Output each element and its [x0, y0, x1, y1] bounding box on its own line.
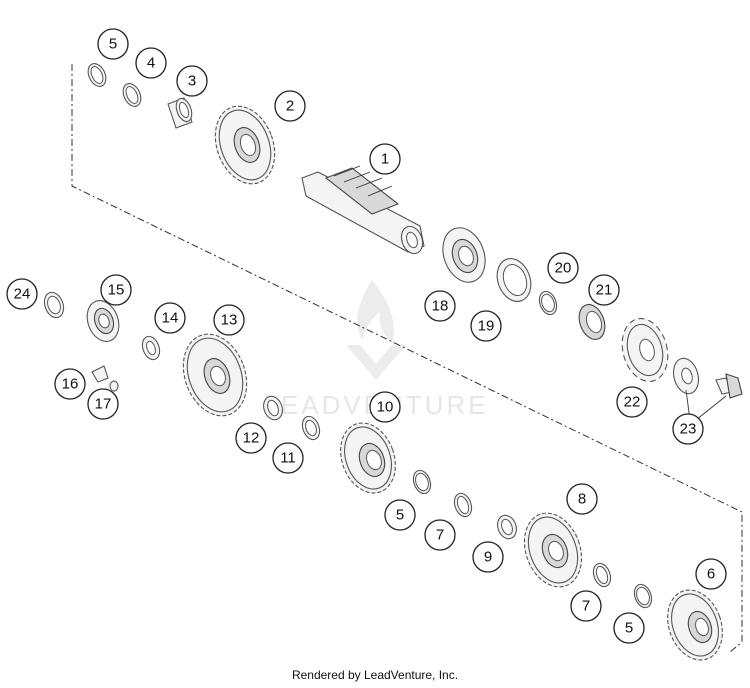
needle-bearing-3 [167, 97, 193, 129]
shaft-seal-19 [496, 258, 532, 302]
bushing-12 [263, 395, 283, 421]
callout-7-middle[interactable]: 7 [424, 519, 456, 551]
svg-text:5: 5 [625, 620, 633, 637]
svg-text:3: 3 [188, 73, 196, 90]
svg-text:16: 16 [62, 376, 79, 393]
callout-24[interactable]: 24 [6, 278, 38, 310]
svg-text:18: 18 [432, 298, 449, 315]
bearing-15 [86, 300, 120, 342]
svg-text:4: 4 [147, 55, 155, 72]
o-ring-20 [538, 290, 558, 316]
washer-4 [122, 83, 142, 107]
callout-23[interactable]: 23 [672, 413, 704, 445]
callout-13[interactable]: 13 [213, 304, 245, 336]
snap-ring-5-bottom [633, 583, 653, 609]
callout-17[interactable]: 17 [87, 388, 119, 420]
svg-text:15: 15 [108, 282, 125, 299]
washer-7-middle [453, 492, 473, 518]
svg-text:11: 11 [280, 450, 296, 467]
svg-text:1: 1 [381, 151, 389, 168]
footer-credit: Rendered by LeadVenture, Inc. [291, 668, 459, 682]
callout-3[interactable]: 3 [176, 65, 208, 97]
svg-text:9: 9 [484, 549, 492, 566]
callout-14[interactable]: 14 [154, 302, 186, 334]
callout-18[interactable]: 18 [424, 290, 456, 322]
ball-bearing-18 [442, 227, 486, 283]
spacer-21 [578, 304, 606, 340]
callout-21[interactable]: 21 [588, 274, 620, 306]
callout-11[interactable]: 11 [272, 442, 304, 474]
svg-text:7: 7 [582, 598, 590, 615]
snap-ring-5-middle [412, 469, 432, 495]
svg-text:24: 24 [14, 286, 31, 303]
svg-text:17: 17 [95, 396, 112, 413]
gear-2 [214, 105, 276, 185]
svg-text:5: 5 [396, 507, 404, 524]
callout-7-bottom[interactable]: 7 [570, 590, 602, 622]
callout-5-middle[interactable]: 5 [384, 499, 416, 531]
washer-7-bottom [592, 562, 612, 588]
gear-8 [523, 512, 583, 588]
callout-19[interactable]: 19 [470, 310, 502, 342]
svg-text:22: 22 [624, 394, 641, 411]
callout-2[interactable]: 2 [274, 90, 306, 122]
callout-12[interactable]: 12 [235, 422, 267, 454]
bushing-9 [497, 514, 517, 540]
svg-text:6: 6 [707, 566, 715, 583]
lock-plate-16 [91, 365, 109, 383]
callout-4[interactable]: 4 [135, 47, 167, 79]
svg-text:12: 12 [243, 430, 260, 447]
svg-text:2: 2 [286, 98, 294, 115]
callout-1[interactable]: 1 [369, 143, 401, 175]
svg-text:23: 23 [680, 421, 697, 438]
circlip-24 [43, 291, 65, 319]
callout-8[interactable]: 8 [566, 483, 598, 515]
callout-16[interactable]: 16 [54, 368, 86, 400]
callout-20[interactable]: 20 [547, 252, 579, 284]
gear-6 [667, 589, 723, 661]
svg-text:13: 13 [221, 312, 238, 329]
svg-text:10: 10 [377, 399, 394, 416]
washer-14 [141, 335, 161, 361]
gear-10 [340, 422, 396, 494]
snap-ring-5-top [87, 63, 107, 87]
svg-text:7: 7 [436, 527, 444, 544]
assembly-outline [71, 64, 743, 653]
svg-text:5: 5 [109, 36, 117, 53]
svg-text:20: 20 [555, 260, 572, 277]
callout-5-top[interactable]: 5 [97, 28, 129, 60]
callout-22[interactable]: 22 [616, 386, 648, 418]
screw-17 [109, 380, 119, 392]
callout-10[interactable]: 10 [369, 391, 401, 423]
main-shaft-1 [301, 165, 425, 255]
callout-9[interactable]: 9 [472, 541, 504, 573]
callout-6[interactable]: 6 [695, 558, 727, 590]
sprocket-22 [621, 318, 669, 382]
washer-11 [301, 415, 321, 441]
svg-text:14: 14 [162, 310, 179, 327]
callout-15[interactable]: 15 [100, 274, 132, 306]
callout-5-bottom[interactable]: 5 [613, 612, 645, 644]
svg-text:8: 8 [578, 491, 586, 508]
svg-text:21: 21 [596, 282, 613, 299]
svg-text:19: 19 [478, 318, 495, 335]
washer-bolt-23 [672, 357, 743, 421]
gear-13 [182, 333, 248, 417]
